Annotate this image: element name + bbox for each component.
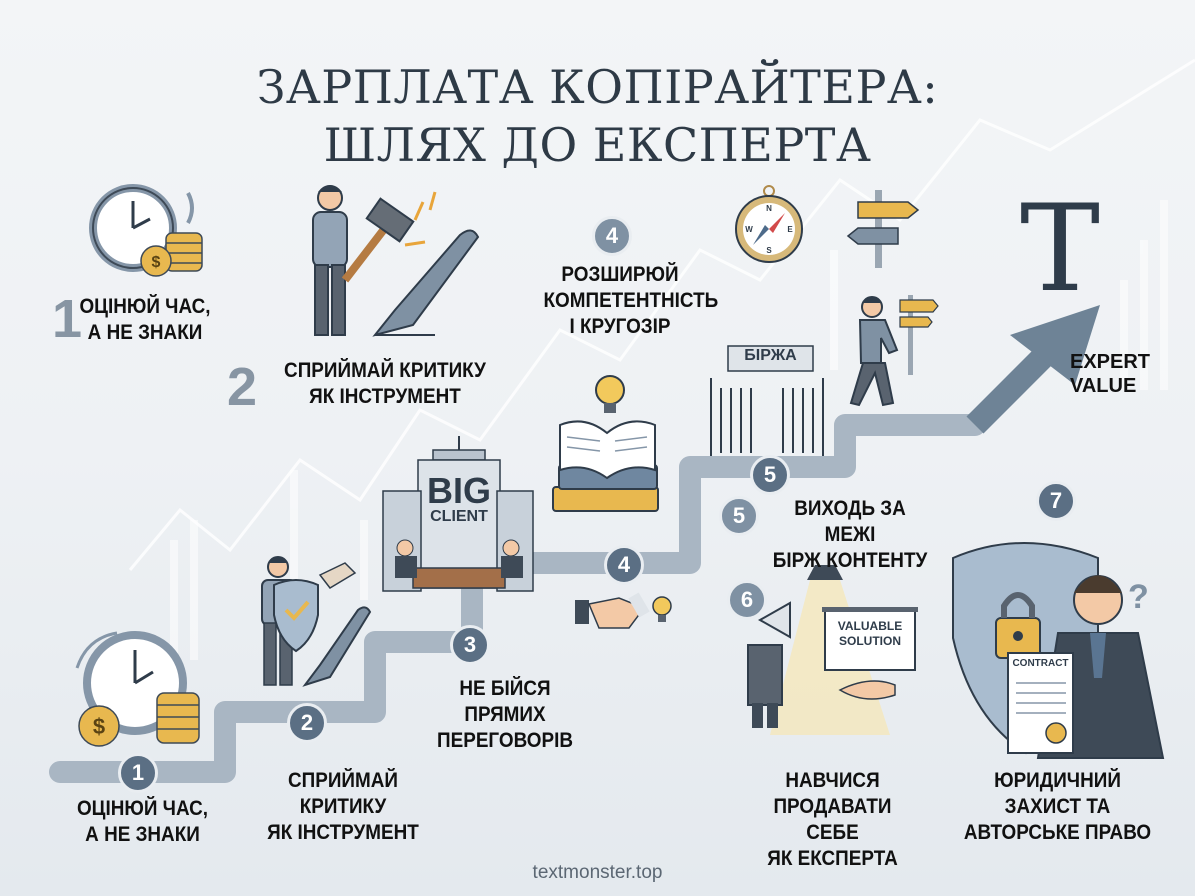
question-mark-icon: ? <box>1128 578 1149 616</box>
label-line: ЮРИДИЧНИЙ <box>994 769 1121 792</box>
bottom-step-5-badge: 5 <box>719 496 759 536</box>
bottom-step-6-label: НАВЧИСЯ ПРОДАВАТИ СЕБЕ ЯК ЕКСПЕРТА <box>754 768 912 872</box>
label-line: BIG <box>426 470 491 511</box>
label-line: ПРЯМИХ <box>464 703 546 726</box>
label-line: СПРИЙМАЙ КРИТИКУ <box>284 359 486 382</box>
megaphone-speaker-icon <box>747 565 918 735</box>
bottom-step-5-label: ВИХОДЬ ЗА МЕЖІ БІРЖ КОНТЕНТУ <box>769 496 931 574</box>
bottom-step-7-badge: 7 <box>1036 481 1076 521</box>
title-line2: ШЛЯХ ДО ЕКСПЕРТА <box>323 118 872 172</box>
walking-person-icon <box>849 295 939 407</box>
page-title: ЗАРПЛАТА КОПІРАЙТЕРА: ШЛЯХ ДО ЕКСПЕРТА <box>0 58 1195 174</box>
compass-icon: N S W E <box>735 185 803 263</box>
label-line: EXPERT <box>1070 351 1151 373</box>
big-client-text: BIG CLIENT <box>418 470 500 526</box>
stair-badge-3: 3 <box>450 625 490 665</box>
label-line: БІРЖ КОНТЕНТУ <box>772 549 928 572</box>
bottom-step-7-label: ЮРИДИЧНИЙ ЗАХИСТ ТА АВТОРСЬКЕ ПРАВО <box>961 768 1155 846</box>
top-step-2-number: 2 <box>227 357 258 417</box>
svg-text:S: S <box>766 246 772 255</box>
label-line: НАВЧИСЯ <box>785 769 880 792</box>
exchange-gate-icon <box>710 345 824 456</box>
bottom-step-3-label: НЕ БІЙСЯ ПРЯМИХ ПЕРЕГОВОРІВ <box>429 676 582 754</box>
label-line: ПРОДАВАТИ СЕБЕ <box>773 795 892 844</box>
label-line: І КРУГОЗІР <box>569 315 671 338</box>
stair-badge-5: 5 <box>750 455 790 495</box>
label-line: ОЦІНЮЙ ЧАС, <box>76 797 209 820</box>
exchange-sign-text: БІРЖА <box>744 347 797 364</box>
growth-arrow-icon <box>1010 305 1100 385</box>
label-line: ВИХОДЬ ЗА МЕЖІ <box>794 497 906 546</box>
handshake-icon <box>575 592 672 629</box>
label-line: А НЕ ЗНАКИ <box>87 321 203 344</box>
expert-value-caption: EXPERT VALUE <box>1070 350 1160 398</box>
big-client-building-icon <box>382 436 534 592</box>
top-step-1-label: ОЦІНЮЙ ЧАС, А НЕ ЗНАКИ <box>78 294 213 346</box>
label-line: ЯК ІНСТРУМЕНТ <box>267 821 419 844</box>
label-line: А НЕ ЗНАКИ <box>85 823 200 846</box>
stair-badge-1: 1 <box>118 753 158 793</box>
footer-site-link[interactable]: textmonster.top <box>532 862 663 883</box>
label-line: VALUABLE <box>837 619 903 633</box>
label-line: CLIENT <box>430 508 488 525</box>
contract-text: CONTRACT <box>1012 658 1069 669</box>
signpost-icon <box>846 190 920 268</box>
stair-badge-4: 4 <box>604 545 644 585</box>
svg-text:N: N <box>766 204 772 213</box>
bottom-step-6-badge: 6 <box>727 580 767 620</box>
bottom-step-1-label: ОЦІНЮЙ ЧАС, А НЕ ЗНАКИ <box>64 796 222 848</box>
label-line: SOLUTION <box>839 634 901 648</box>
top-step-4-label: РОЗШИРЮЙ КОМПЕТЕНТНІСТЬ І КРУГОЗІР <box>543 262 719 340</box>
shield-person-icon <box>261 556 372 687</box>
label-line: АВТОРСЬКЕ ПРАВО <box>963 821 1152 844</box>
label-line: ЯК ЕКСПЕРТА <box>767 847 898 870</box>
clock-coins-icon-bottom: $ <box>75 631 200 747</box>
label-line: РОЗШИРЮЙ <box>561 263 679 286</box>
label-line: КРИТИКУ <box>299 795 387 818</box>
top-step-1-number: 1 <box>52 289 83 349</box>
valuable-solution-text: VALUABLE SOLUTION <box>826 619 914 649</box>
label-line: НЕ БІЙСЯ <box>459 677 551 700</box>
label-line: КОМПЕТЕНТНІСТЬ <box>543 289 719 312</box>
book-lightbulb-icon <box>552 375 659 512</box>
label-line: ПЕРЕГОВОРІВ <box>437 729 573 752</box>
svg-text:E: E <box>787 225 793 234</box>
svg-text:W: W <box>745 225 753 234</box>
svg-text:$: $ <box>93 714 105 739</box>
top-step-4-badge: 4 <box>592 216 632 256</box>
logo-icon: T <box>1019 180 1101 319</box>
label-line: ОЦІНЮЙ ЧАС, <box>79 295 211 318</box>
title-line1: ЗАРПЛАТА КОПІРАЙТЕРА: <box>256 60 939 114</box>
label-line: ЯК ІНСТРУМЕНТ <box>309 385 461 408</box>
label-line: ЗАХИСТ ТА <box>1004 795 1111 818</box>
bottom-step-2-label: СПРИЙМАЙ КРИТИКУ ЯК ІНСТРУМЕНТ <box>258 768 429 846</box>
clock-coins-icon: $ <box>89 184 203 277</box>
svg-text:$: $ <box>152 254 161 271</box>
label-line: VALUE <box>1070 375 1137 397</box>
label-line: СПРИЙМАЙ <box>288 769 398 792</box>
legal-protection-icon <box>952 542 1165 759</box>
stair-badge-2: 2 <box>287 703 327 743</box>
hammer-pen-icon <box>312 185 480 337</box>
top-step-2-label: СПРИЙМАЙ КРИТИКУ ЯК ІНСТРУМЕНТ <box>264 358 507 410</box>
